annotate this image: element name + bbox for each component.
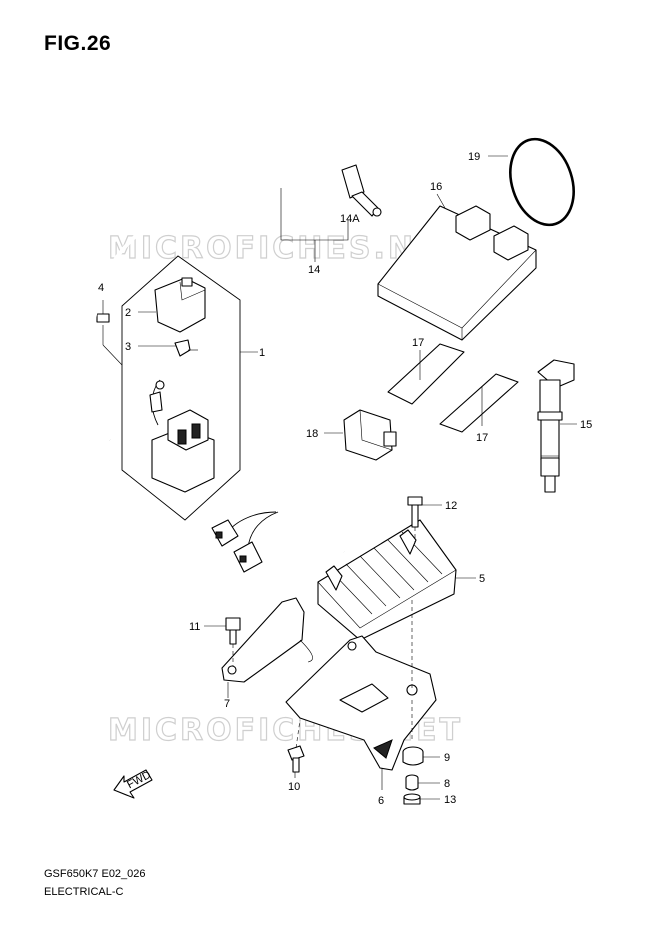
callout-10: 10 — [288, 781, 300, 793]
callout-16: 16 — [430, 181, 442, 193]
callout-13: 13 — [444, 794, 456, 806]
callout-5: 5 — [479, 573, 485, 585]
pad-upper — [387, 343, 465, 405]
o-ring — [509, 137, 575, 227]
starter-relay-assembly — [121, 255, 241, 521]
fuse-clip — [174, 339, 191, 357]
bolt-10 — [287, 745, 305, 773]
bolt-11 — [225, 617, 241, 645]
callout-2: 2 — [125, 307, 131, 319]
model-code: GSF650K7 E02_026 — [44, 868, 146, 880]
callout-6: 6 — [378, 795, 384, 807]
forward-arrow-icon: FWD — [113, 769, 153, 799]
relay-18 — [343, 409, 397, 461]
callout-14a: 14A — [340, 213, 360, 225]
relay-cover — [154, 277, 206, 333]
callout-19: 19 — [468, 151, 480, 163]
callout-17-upper: 17 — [412, 337, 424, 349]
bracket-7 — [221, 597, 313, 683]
regulator-harness — [211, 509, 346, 573]
callout-1: 1 — [259, 347, 265, 359]
callout-7: 7 — [224, 698, 230, 710]
callout-11: 11 — [189, 621, 200, 633]
ignition-coil — [537, 359, 575, 493]
collar-8 — [405, 774, 419, 791]
ecm-unit — [377, 205, 537, 341]
callout-17-lower: 17 — [476, 432, 488, 444]
section-name: ELECTRICAL-C — [44, 886, 124, 898]
mounting-plate — [285, 635, 437, 771]
assembly-outline — [121, 255, 241, 521]
callout-8: 8 — [444, 778, 450, 790]
battery-cable — [87, 158, 382, 442]
nut-13 — [403, 793, 421, 805]
regulator-rectifier — [317, 519, 457, 641]
callout-15: 15 — [580, 419, 592, 431]
svg-text:FWD: FWD — [125, 769, 153, 791]
pad-lower — [439, 373, 519, 433]
callout-3: 3 — [125, 341, 131, 353]
figure-title: FIG.26 — [44, 32, 112, 55]
callout-14: 14 — [308, 264, 320, 276]
grommet-9 — [402, 746, 424, 766]
bolt-4 — [96, 300, 110, 323]
callout-18: 18 — [306, 428, 318, 440]
callout-12: 12 — [445, 500, 457, 512]
callout-4: 4 — [98, 282, 104, 294]
callout-9: 9 — [444, 752, 450, 764]
